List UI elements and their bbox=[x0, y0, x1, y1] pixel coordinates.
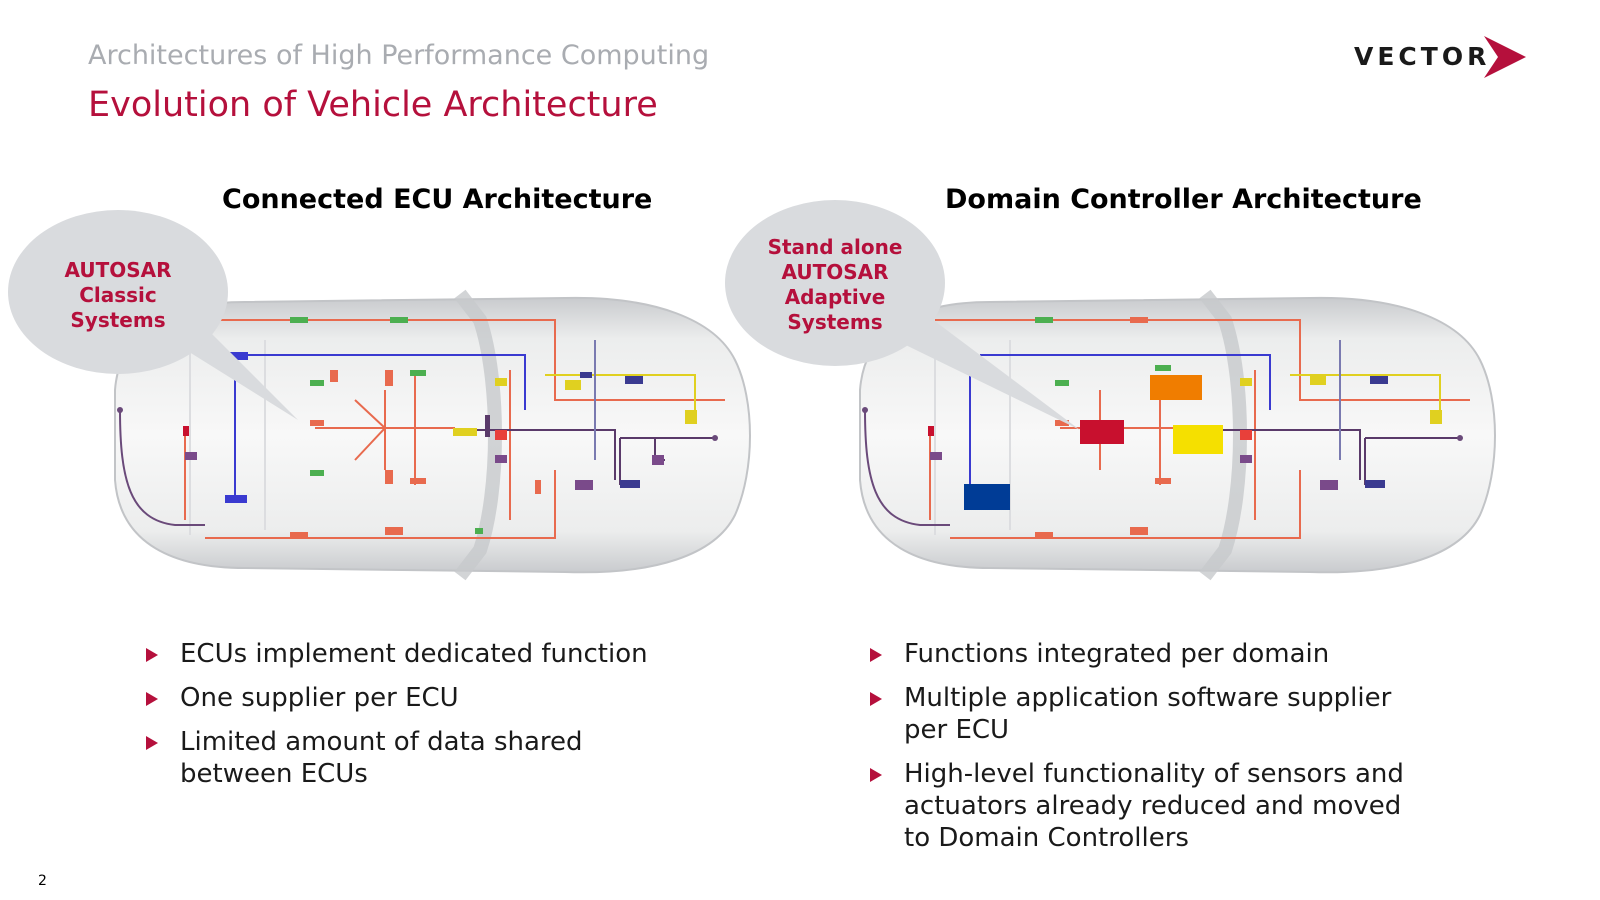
bullet-arrow-icon bbox=[870, 768, 882, 782]
bullet-text: High-level functionality of sensors and bbox=[904, 759, 1404, 789]
slide-title: Evolution of Vehicle Architecture bbox=[88, 85, 658, 125]
bullet-text: Limited amount of data shared bbox=[180, 727, 583, 757]
page-number: 2 bbox=[38, 873, 47, 889]
bubble-line: Classic bbox=[79, 283, 157, 307]
bullet-item: High-level functionality of sensors and … bbox=[870, 758, 1490, 854]
bullet-text: per ECU bbox=[904, 715, 1010, 745]
left-bullet-list: ECUs implement dedicated function One su… bbox=[146, 638, 706, 802]
bullet-arrow-icon bbox=[146, 648, 158, 662]
bullet-arrow-icon bbox=[870, 648, 882, 662]
bullet-item: Multiple application software supplier p… bbox=[870, 682, 1490, 746]
logo-chevron-icon bbox=[1484, 36, 1526, 78]
left-car-diagram bbox=[114, 289, 751, 581]
right-heading: Domain Controller Architecture bbox=[945, 184, 1422, 215]
vector-logo: VECTOR bbox=[1354, 36, 1534, 82]
bullet-text: to Domain Controllers bbox=[904, 823, 1189, 853]
bullet-text: between ECUs bbox=[180, 759, 368, 789]
bullet-item: Functions integrated per domain bbox=[870, 638, 1490, 670]
bubble-line: Adaptive bbox=[784, 285, 886, 309]
presentation-kicker: Architectures of High Performance Comput… bbox=[88, 40, 710, 71]
bullet-text: Multiple application software supplier bbox=[904, 683, 1392, 713]
domain-controller-blue bbox=[964, 484, 1010, 510]
bullet-arrow-icon bbox=[870, 692, 882, 706]
left-bubble-text: AUTOSAR Classic Systems bbox=[18, 258, 218, 333]
domain-controller-orange bbox=[1150, 375, 1202, 400]
logo-text: VECTOR bbox=[1354, 42, 1491, 71]
left-speech-bubble bbox=[8, 210, 298, 420]
domain-controller-red bbox=[1080, 420, 1124, 444]
bubble-line: AUTOSAR bbox=[64, 258, 172, 282]
bullet-arrow-icon bbox=[146, 692, 158, 706]
right-bubble-text: Stand alone AUTOSAR Adaptive Systems bbox=[735, 235, 935, 335]
bullet-text: Functions integrated per domain bbox=[904, 639, 1330, 669]
right-bullet-list: Functions integrated per domain Multiple… bbox=[870, 638, 1490, 866]
bullet-item: ECUs implement dedicated function bbox=[146, 638, 706, 670]
bullet-text: ECUs implement dedicated function bbox=[180, 639, 648, 669]
right-car-diagram bbox=[859, 289, 1496, 581]
bullet-item: One supplier per ECU bbox=[146, 682, 706, 714]
right-speech-bubble bbox=[725, 200, 1080, 430]
bullet-arrow-icon bbox=[146, 736, 158, 750]
bubble-line: Systems bbox=[787, 310, 883, 334]
bubble-line: Stand alone bbox=[767, 235, 903, 259]
left-heading: Connected ECU Architecture bbox=[222, 184, 653, 215]
car-body bbox=[114, 296, 751, 574]
bubble-line: Systems bbox=[70, 308, 166, 332]
domain-controller-yellow bbox=[1173, 425, 1223, 454]
bullet-item: Limited amount of data shared between EC… bbox=[146, 726, 706, 790]
bullet-text: One supplier per ECU bbox=[180, 683, 459, 713]
bullet-text: actuators already reduced and moved bbox=[904, 791, 1402, 821]
bubble-line: AUTOSAR bbox=[781, 260, 889, 284]
